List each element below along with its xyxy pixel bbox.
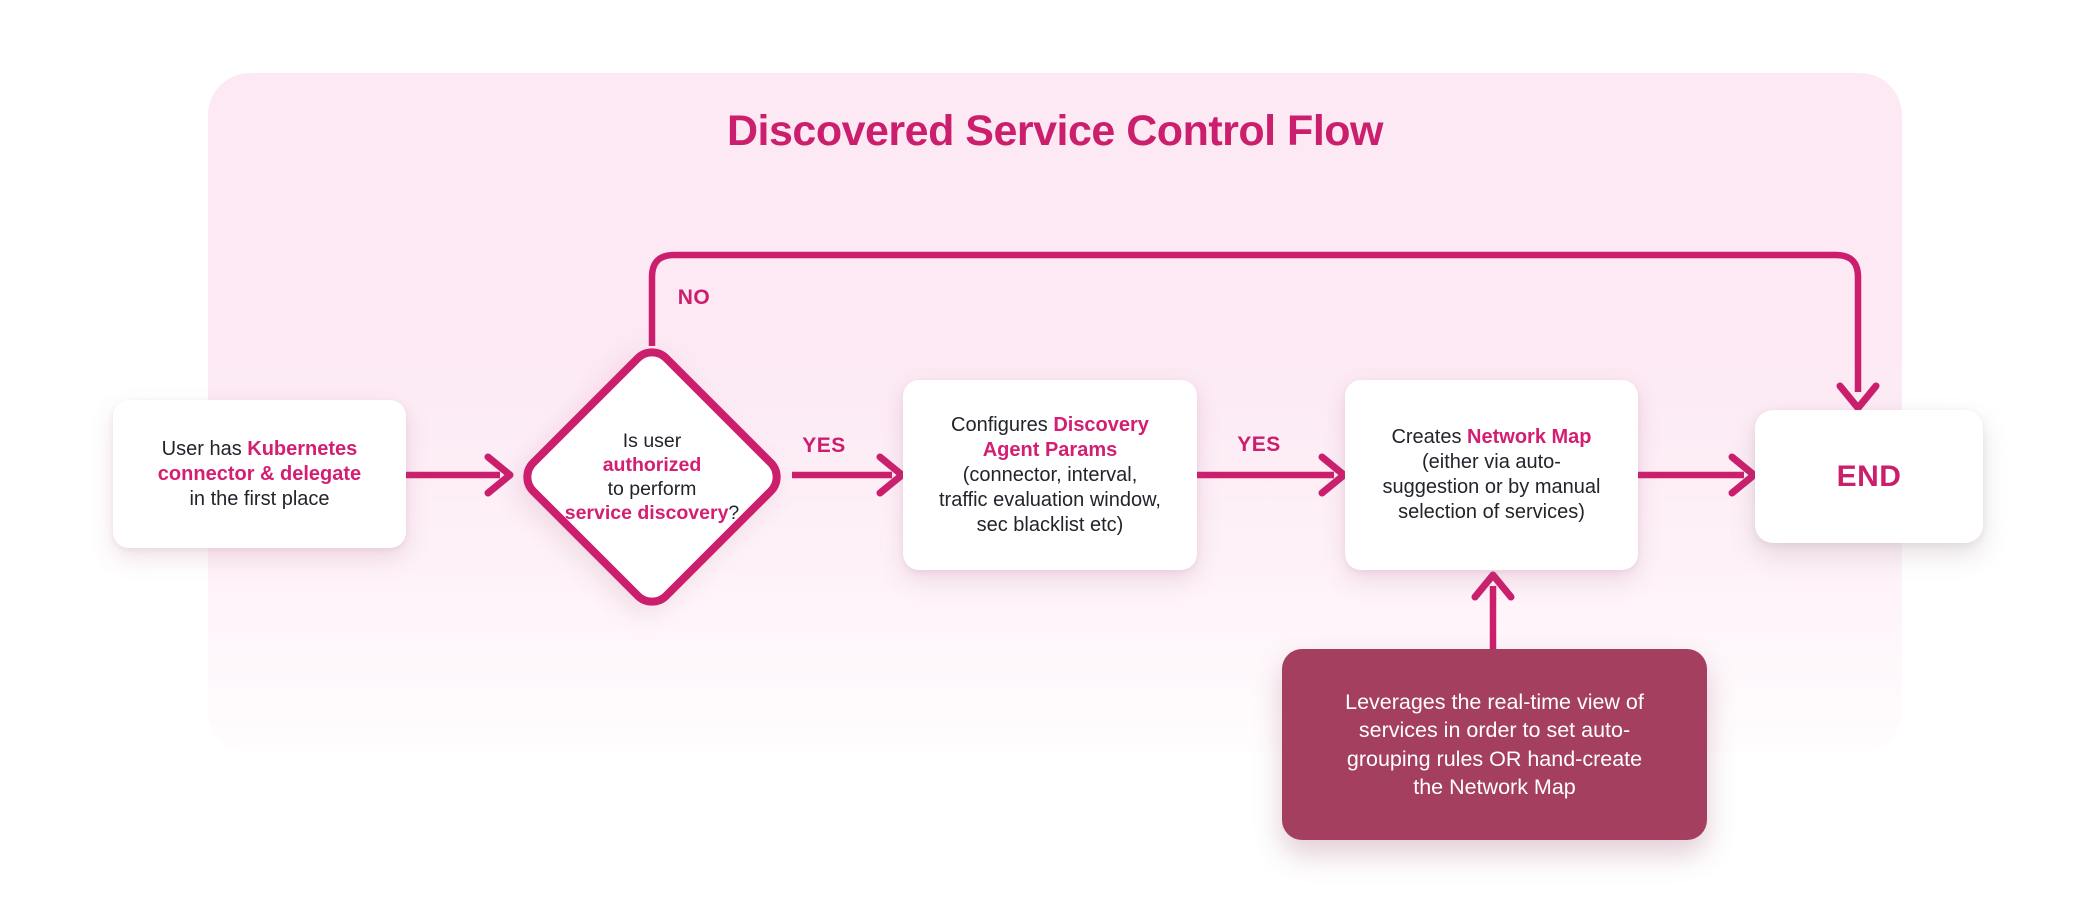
diagram-title: Discovered Service Control Flow (727, 107, 1383, 155)
node-end: END (1755, 410, 1983, 543)
edge-label-no: NO (677, 286, 711, 309)
edge-label-yes-2: YES (1237, 433, 1281, 456)
arrow-configure-to-create (1197, 453, 1348, 497)
edge-label-yes-1: YES (802, 434, 846, 457)
arrow-decision-to-configure (792, 453, 906, 497)
end-label: END (1836, 459, 1902, 493)
arrow-decision-no-to-end (648, 251, 1880, 412)
arrow-start-to-decision (406, 453, 514, 497)
arrow-create-to-end (1638, 453, 1758, 497)
node-create-network-map: Creates Network Map(either via auto-sugg… (1345, 380, 1638, 570)
arrow-note-to-create (1471, 571, 1515, 649)
node-create-text: Creates Network Map(either via auto-sugg… (1382, 426, 1601, 523)
